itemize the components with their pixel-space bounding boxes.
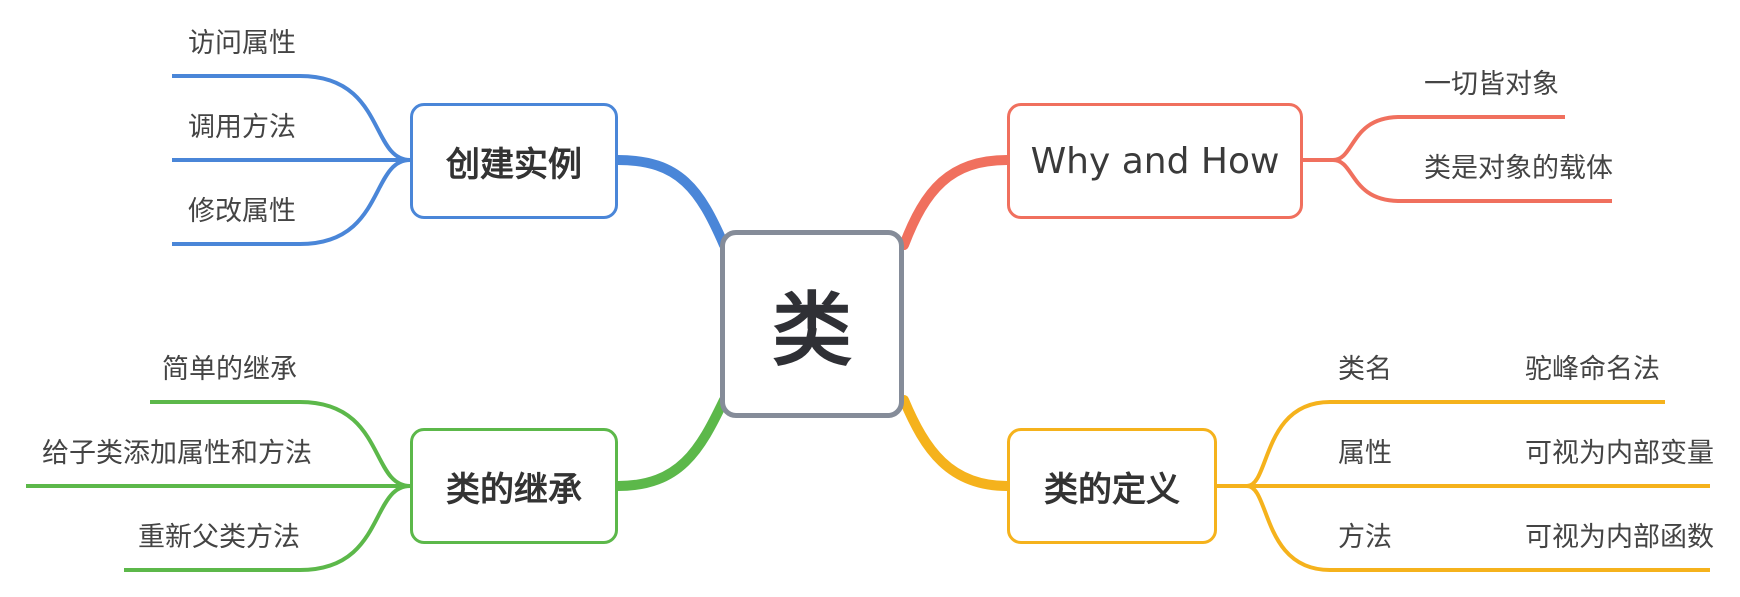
branch-create-instance[interactable]: 创建实例 bbox=[410, 103, 618, 219]
leaf-internal-functions[interactable]: 可视为内部函数 bbox=[1525, 522, 1714, 553]
branch-create-label: 创建实例 bbox=[446, 144, 582, 185]
branch-inherit-label: 类的继承 bbox=[446, 469, 582, 510]
connector-root-define bbox=[899, 395, 1012, 491]
connector-root-inherit bbox=[613, 395, 729, 491]
connector-root-why bbox=[899, 155, 1012, 250]
leaf-methods[interactable]: 方法 bbox=[1338, 522, 1392, 553]
branch-inheritance[interactable]: 类的继承 bbox=[410, 428, 618, 544]
leaf-access-attribute[interactable]: 访问属性 bbox=[188, 28, 296, 59]
root-node[interactable]: 类 bbox=[720, 230, 904, 418]
connector-inherit-leaf-1 bbox=[150, 400, 411, 488]
leaf-camel-case[interactable]: 驼峰命名法 bbox=[1525, 354, 1660, 385]
leaf-modify-attribute[interactable]: 修改属性 bbox=[188, 196, 296, 227]
leaf-internal-variables[interactable]: 可视为内部变量 bbox=[1525, 438, 1714, 469]
connector-create-leaf-3 bbox=[172, 158, 411, 246]
branch-definition[interactable]: 类的定义 bbox=[1007, 428, 1217, 544]
connector-define-leaf-3 bbox=[1246, 484, 1710, 572]
connector-why-leaf-2 bbox=[1332, 158, 1612, 203]
connector-create-leaf-1 bbox=[172, 74, 411, 162]
root-label: 类 bbox=[772, 284, 852, 377]
leaf-add-attributes-methods[interactable]: 给子类添加属性和方法 bbox=[42, 438, 312, 469]
connector-root-create bbox=[613, 155, 729, 250]
leaf-call-method[interactable]: 调用方法 bbox=[188, 112, 296, 143]
leaf-class-name[interactable]: 类名 bbox=[1338, 354, 1392, 385]
leaf-everything-is-object[interactable]: 一切皆对象 bbox=[1424, 69, 1559, 100]
leaf-attributes[interactable]: 属性 bbox=[1338, 438, 1392, 469]
branch-why-and-how[interactable]: Why and How bbox=[1007, 103, 1303, 219]
branch-define-label: 类的定义 bbox=[1044, 469, 1180, 510]
connector-inherit-leaf-3 bbox=[124, 484, 411, 572]
leaf-override-parent-method[interactable]: 重新父类方法 bbox=[138, 522, 300, 553]
leaf-simple-inheritance[interactable]: 简单的继承 bbox=[162, 354, 297, 385]
leaf-class-carrier-of-object[interactable]: 类是对象的载体 bbox=[1424, 153, 1613, 184]
branch-why-label: Why and How bbox=[1030, 140, 1280, 182]
